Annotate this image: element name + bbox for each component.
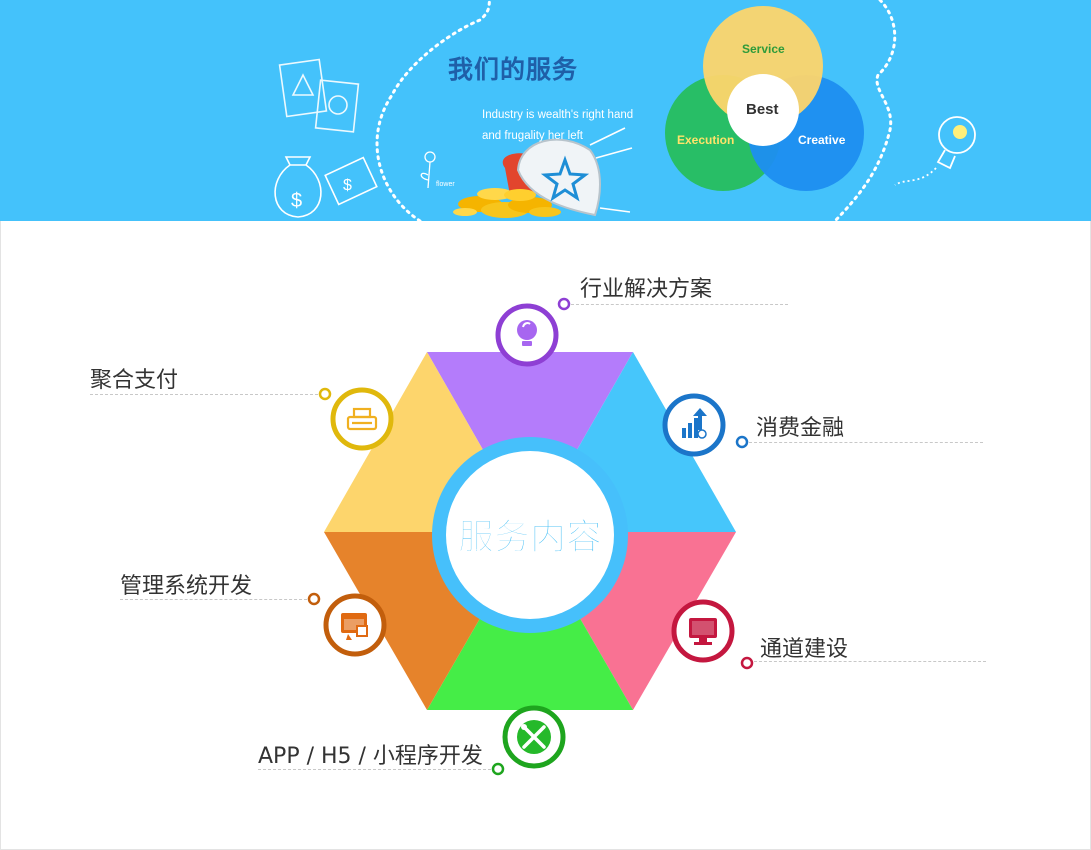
banner-title: 我们的服务 [448,55,579,84]
svg-text:$: $ [343,177,352,194]
money-bag-icon: $ [274,156,322,218]
banknote-icon: $ [324,156,378,206]
icon-badge-payment[interactable] [330,387,394,451]
flower-icon [420,151,436,189]
services-banner: $ $ [0,0,1091,221]
icon-badge-channel[interactable] [671,599,735,663]
icon-badge-finance[interactable] [662,393,726,457]
lightbulb-icon [517,320,537,346]
connector-dot-channel [740,656,754,670]
banner-decoration: $ $ [274,0,976,221]
slogan-line-2: and frugality her left [482,130,584,142]
venn-label-execution: Execution [677,133,735,147]
venn-label-best: Best [746,101,779,118]
venn-diagram [665,6,864,191]
underline-industry-solutions [571,304,788,305]
picture-frame-icon [278,58,360,133]
connector-dot-payment [318,387,332,401]
label-aggregate-payment: 聚合支付 [90,368,179,393]
center-title: 服务内容 [458,517,602,558]
underline-consumer-finance [749,442,983,443]
connector-dot-management [307,592,321,606]
connector-dot-app [491,762,505,776]
underline-management-system [120,599,307,600]
lightbulb-sketch-icon [894,116,976,186]
underline-app-development [258,769,491,770]
flower-caption: flower [436,181,455,188]
center-disc [446,451,614,619]
label-industry-solutions: 行业解决方案 [580,277,713,302]
icon-badge-solutions[interactable] [495,303,559,367]
svg-text:$: $ [291,190,302,212]
label-app-development: APP / H5 / 小程序开发 [258,744,483,769]
label-management-system: 管理系统开发 [120,574,253,599]
underline-aggregate-payment [90,394,318,395]
tools-icon [517,720,551,754]
connector-dot-solutions [557,297,571,311]
slogan-line-1: Industry is wealth's right hand [482,109,634,121]
connector-dot-finance [735,435,749,449]
browser-window-icon [341,613,368,640]
venn-label-service: Service [742,42,785,56]
icon-badge-management[interactable] [323,593,387,657]
monitor-icon [689,618,717,645]
label-consumer-finance: 消费金融 [756,416,845,441]
stack-icon [346,407,378,431]
gold-coins-icon [453,153,561,218]
label-channel-building: 通道建设 [760,637,849,662]
shield-star-icon [516,127,633,217]
icon-badge-app[interactable] [502,705,566,769]
underline-channel-building [754,661,986,662]
finance-chart-icon [682,408,707,439]
venn-label-creative: Creative [798,133,846,147]
